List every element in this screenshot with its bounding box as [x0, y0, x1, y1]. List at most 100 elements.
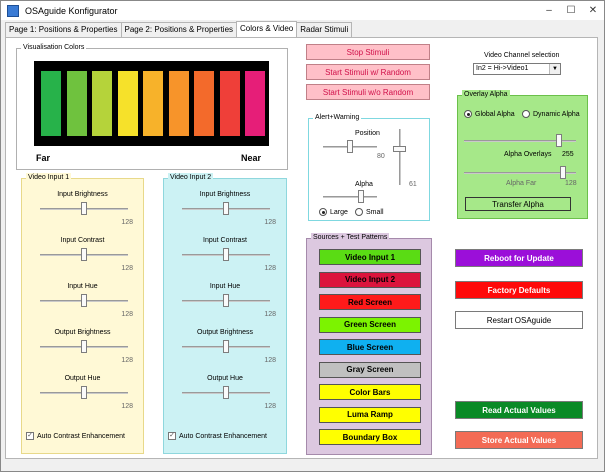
- video-input-2-slider-value: 128: [264, 311, 276, 318]
- video-input-1-slider-thumb[interactable]: [81, 248, 87, 261]
- video-input-2-slider[interactable]: [182, 202, 270, 216]
- video-input-1-slider-value: 128: [121, 403, 133, 410]
- video-input-1-slider[interactable]: [40, 294, 128, 308]
- overlay-legend: Overlay Alpha: [462, 90, 510, 100]
- video-input-2-slider[interactable]: [182, 294, 270, 308]
- maximize-button[interactable]: ☐: [566, 5, 576, 16]
- source-button[interactable]: Green Screen: [319, 316, 421, 333]
- auto-contrast-2-checkbox[interactable]: ✓: [168, 432, 176, 440]
- global-alpha-option[interactable]: Global Alpha: [464, 110, 515, 118]
- video-input-2-slider-value: 128: [264, 403, 276, 410]
- alpha-slider[interactable]: [323, 190, 377, 204]
- video-input-1-legend: Video Input 1: [26, 173, 72, 183]
- restart-button[interactable]: Restart OSAguide: [455, 311, 583, 329]
- video-input-1-slider-thumb[interactable]: [81, 202, 87, 215]
- large-label: Large: [330, 208, 348, 216]
- tab-page-2[interactable]: Page 2: Positions & Properties: [120, 22, 238, 37]
- position-slider[interactable]: [323, 140, 377, 154]
- video-input-2-slider-thumb[interactable]: [223, 340, 229, 353]
- alpha-label: Alpha: [355, 181, 373, 188]
- start-stimuli-random-button[interactable]: Start Stimuli w/ Random: [306, 64, 430, 80]
- visualisation-legend: Visualisation Colors: [21, 43, 87, 53]
- video-input-2-slider-thumb[interactable]: [223, 294, 229, 307]
- video-input-1-slider[interactable]: [40, 248, 128, 262]
- source-button[interactable]: Gray Screen: [319, 361, 421, 378]
- auto-contrast-2-label: Auto Contrast Enhancement: [179, 432, 267, 440]
- video-input-1-slider[interactable]: [40, 340, 128, 354]
- auto-contrast-1-checkbox[interactable]: ✓: [26, 432, 34, 440]
- tab-strip: Page 1: Positions & Properties Page 2: P…: [5, 21, 353, 37]
- video-input-2-slider[interactable]: [182, 386, 270, 400]
- dynamic-alpha-option[interactable]: Dynamic Alpha: [522, 110, 580, 118]
- title-bar: OSAguide Konfigurator – ☐ ✕: [1, 1, 604, 20]
- small-option[interactable]: Small: [355, 208, 384, 216]
- source-button[interactable]: Video Input 2: [319, 271, 421, 288]
- chevron-down-icon[interactable]: ▼: [549, 64, 560, 74]
- video-input-1-slider[interactable]: [40, 202, 128, 216]
- video-input-2-slider[interactable]: [182, 248, 270, 262]
- video-input-2-slider-thumb[interactable]: [223, 386, 229, 399]
- tab-radar-stimuli[interactable]: Radar Stimuli: [296, 22, 353, 37]
- start-stimuli-no-random-button[interactable]: Start Stimuli w/o Random: [306, 84, 430, 100]
- dynamic-alpha-radio[interactable]: [522, 110, 530, 118]
- alpha-overlays-value: 255: [562, 151, 574, 158]
- minimize-button[interactable]: –: [546, 5, 552, 16]
- sources-legend: Sources + Test Patterns: [311, 233, 390, 243]
- read-values-button[interactable]: Read Actual Values: [455, 401, 583, 419]
- transfer-alpha-button[interactable]: Transfer Alpha: [465, 197, 571, 211]
- auto-contrast-1[interactable]: ✓ Auto Contrast Enhancement: [26, 432, 125, 440]
- near-label: Near: [241, 153, 262, 163]
- video-input-2-slider-value: 128: [264, 357, 276, 364]
- source-button[interactable]: Video Input 1: [319, 249, 421, 265]
- large-radio[interactable]: [319, 208, 327, 216]
- source-button[interactable]: Red Screen: [319, 294, 421, 310]
- video-input-1-slider-value: 128: [121, 265, 133, 272]
- small-radio[interactable]: [355, 208, 363, 216]
- store-values-button[interactable]: Store Actual Values: [455, 431, 583, 449]
- dynamic-alpha-label: Dynamic Alpha: [533, 110, 580, 118]
- global-alpha-radio[interactable]: [464, 110, 472, 118]
- video-input-2-slider[interactable]: [182, 340, 270, 354]
- alert-legend: Alert+Warning: [313, 113, 362, 123]
- video-input-1-slider-thumb[interactable]: [81, 386, 87, 399]
- tab-page-1[interactable]: Page 1: Positions & Properties: [5, 22, 122, 37]
- video-input-1-slider-value: 128: [121, 219, 133, 226]
- video-input-1-slider-label: Input Brightness: [57, 191, 108, 198]
- video-input-1-slider[interactable]: [40, 386, 128, 400]
- video-input-2-slider-label: Input Brightness: [199, 191, 251, 198]
- video-channel-select[interactable]: In2 = Hi->Video1 ▼: [473, 63, 561, 75]
- video-input-1-slider-value: 128: [121, 311, 133, 318]
- position-label: Position: [355, 130, 380, 137]
- global-alpha-label: Global Alpha: [475, 110, 515, 118]
- source-button[interactable]: Luma Ramp: [319, 406, 421, 423]
- tab-colors-video[interactable]: Colors & Video: [236, 21, 298, 37]
- source-button[interactable]: Color Bars: [319, 384, 421, 400]
- stop-stimuli-button[interactable]: Stop Stimuli: [306, 44, 430, 60]
- source-button[interactable]: Boundary Box: [319, 429, 421, 445]
- alpha-vertical-slider[interactable]: [393, 129, 407, 185]
- video-input-1-slider-thumb[interactable]: [81, 294, 87, 307]
- alpha-overlays-slider[interactable]: [464, 134, 576, 148]
- alert-warning-group: Alert+Warning Position 80 Alpha 61 Large…: [308, 113, 430, 221]
- close-button[interactable]: ✕: [588, 5, 598, 16]
- video-input-1-slider-thumb[interactable]: [81, 340, 87, 353]
- video-input-2-slider-thumb[interactable]: [223, 248, 229, 261]
- color-swatch: [117, 71, 138, 136]
- video-channel-label: Video Channel selection: [484, 52, 560, 59]
- reboot-button[interactable]: Reboot for Update: [455, 249, 583, 267]
- alpha-far-slider[interactable]: [464, 166, 576, 180]
- color-swatch: [92, 71, 112, 136]
- source-button[interactable]: Blue Screen: [319, 339, 421, 355]
- alpha-overlays-label: Alpha Overlays: [504, 151, 552, 158]
- factory-defaults-button[interactable]: Factory Defaults: [455, 281, 583, 299]
- auto-contrast-2[interactable]: ✓ Auto Contrast Enhancement: [168, 432, 267, 440]
- color-swatch: [41, 71, 61, 136]
- large-option[interactable]: Large: [319, 208, 348, 216]
- video-input-2-slider-thumb[interactable]: [223, 202, 229, 215]
- window-title: OSAguide Konfigurator: [25, 5, 118, 16]
- video-input-1-slider-label: Output Brightness: [54, 329, 111, 336]
- alpha-far-value: 128: [565, 180, 577, 187]
- video-channel-value: In2 = Hi->Video1: [476, 65, 529, 72]
- color-swatch: [194, 71, 214, 136]
